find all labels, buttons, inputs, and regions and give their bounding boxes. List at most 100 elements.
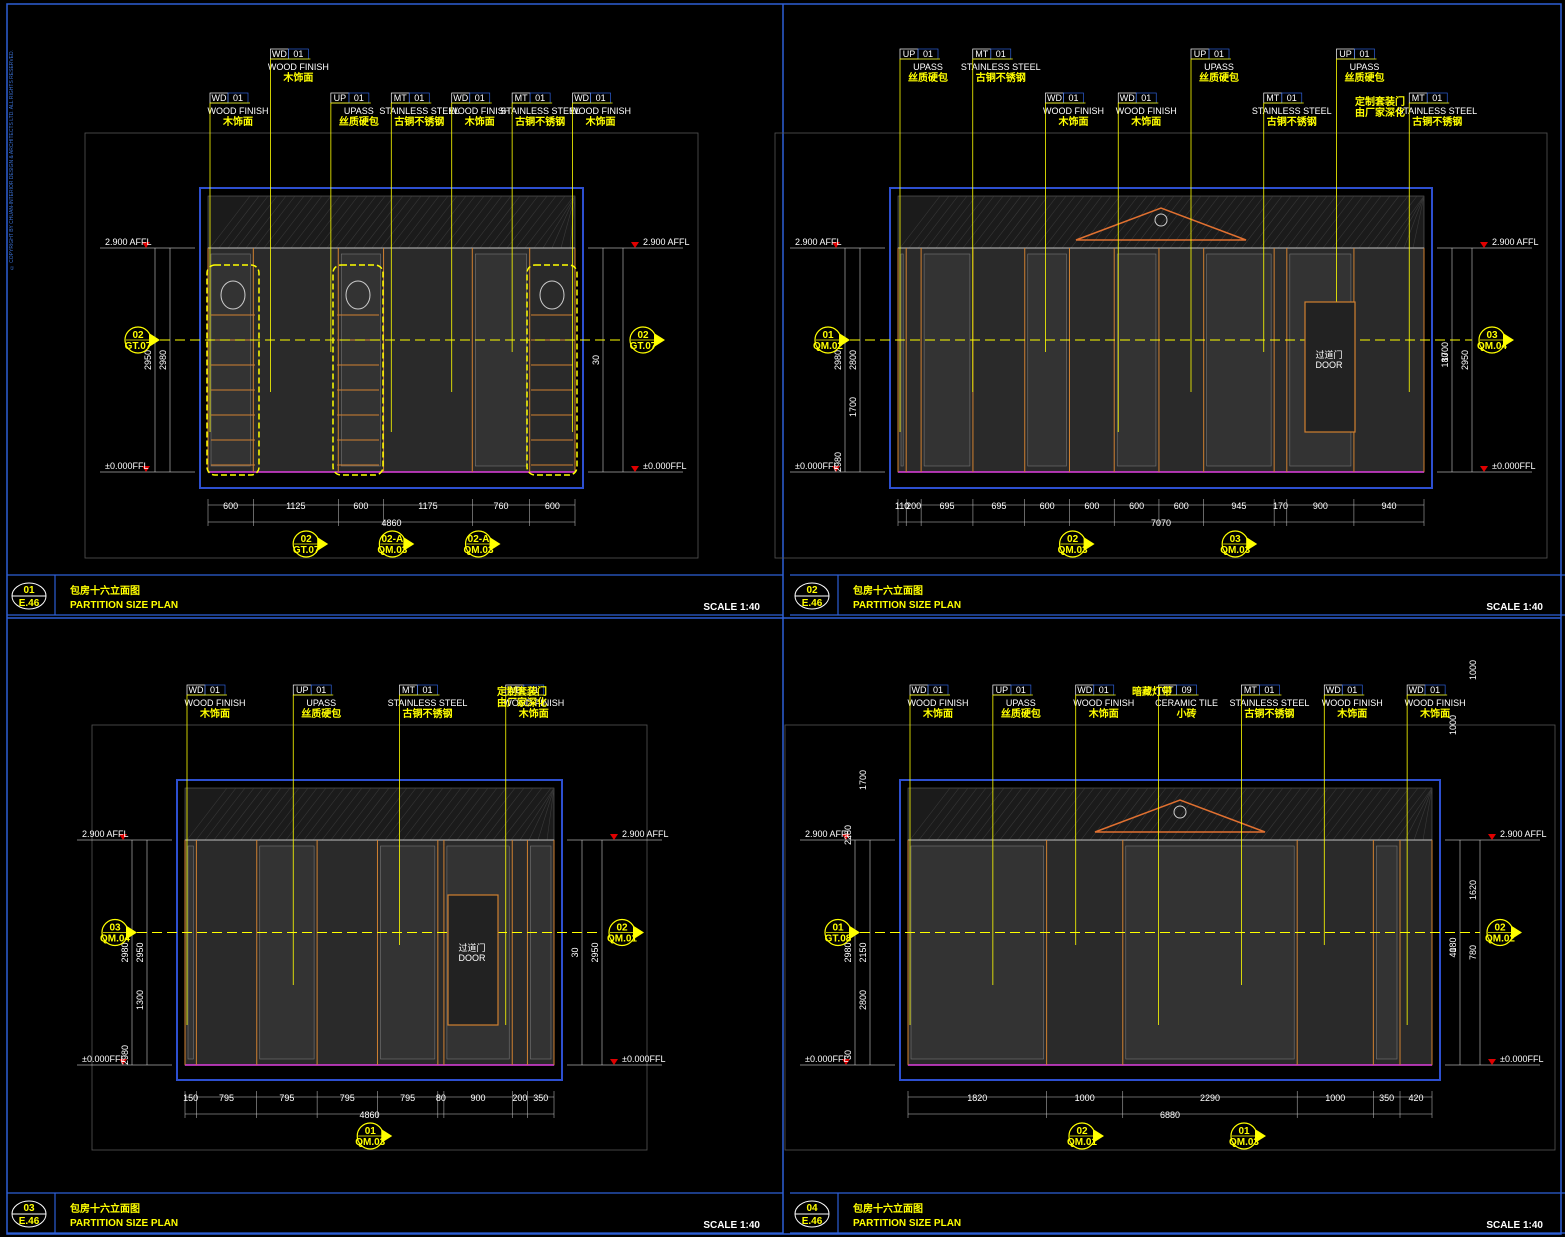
callout-arrow bbox=[633, 925, 644, 940]
tag-en: WOOD FINISH bbox=[208, 106, 269, 116]
hatch-line bbox=[488, 195, 530, 249]
dim-text: 940 bbox=[1381, 501, 1396, 511]
tag-num: 01 bbox=[1141, 93, 1151, 103]
tag-code: UP bbox=[296, 685, 309, 695]
hatch-line bbox=[231, 787, 273, 841]
callout-top: 02 bbox=[1067, 534, 1079, 545]
tag-num: 01 bbox=[1016, 685, 1026, 695]
tag-code: WD bbox=[212, 93, 227, 103]
hatch-line bbox=[357, 787, 399, 841]
callout-arrow bbox=[317, 537, 329, 551]
dim-text: 150 bbox=[183, 1093, 198, 1103]
vase-icon bbox=[539, 280, 565, 310]
door-label: DOOR bbox=[1316, 360, 1344, 370]
hatch-line bbox=[506, 195, 548, 249]
viewport-outline bbox=[784, 724, 1556, 1151]
hatch-line bbox=[1367, 195, 1409, 249]
tag-num: 01 bbox=[1099, 685, 1109, 695]
hatch-line bbox=[299, 195, 341, 249]
title-cn: 包房十六立面图 bbox=[853, 584, 923, 597]
level-label: 2.900 AFFL bbox=[622, 829, 669, 839]
tag-cn: 木饰面 bbox=[1336, 707, 1367, 720]
callout-top: 02-A bbox=[468, 534, 490, 545]
callout-bottom: QM.04 bbox=[100, 934, 130, 945]
hatch-line bbox=[371, 195, 413, 249]
vertical-dim-text: 2980 bbox=[158, 350, 168, 370]
hatch-line bbox=[1403, 195, 1425, 249]
wall-panel bbox=[923, 253, 971, 467]
dim-text: 600 bbox=[353, 501, 368, 511]
hatch-line bbox=[1404, 787, 1433, 841]
tag-en: UPASS bbox=[1350, 62, 1380, 72]
drawing-number: 03 bbox=[23, 1203, 35, 1214]
tag-code: WD bbox=[272, 49, 287, 59]
vase-icon bbox=[345, 280, 371, 310]
hatch-line bbox=[249, 787, 291, 841]
hatch-line bbox=[254, 195, 296, 249]
tag-en: WOOD FINISH bbox=[268, 62, 329, 72]
tag-en: UPASS bbox=[306, 698, 336, 708]
level-triangle bbox=[119, 834, 127, 840]
callout-bottom: QM.03 bbox=[1229, 1137, 1259, 1148]
hatch-line bbox=[1043, 195, 1085, 249]
hatch-line bbox=[339, 787, 381, 841]
vertical-dim-text: 2950 bbox=[135, 942, 145, 962]
drawing-number: 01 bbox=[23, 585, 35, 596]
hatch-line bbox=[1278, 787, 1320, 841]
dim-text: 695 bbox=[991, 501, 1006, 511]
dim-text: 795 bbox=[340, 1093, 355, 1103]
level-triangle bbox=[842, 1059, 850, 1065]
dim-text: 170 bbox=[1273, 501, 1288, 511]
tag-num: 01 bbox=[414, 93, 424, 103]
hatch-line bbox=[461, 195, 503, 249]
wall-panel bbox=[1376, 845, 1398, 1060]
tag-en: STAINLESS STEEL bbox=[961, 62, 1041, 72]
dim-text: 600 bbox=[1040, 501, 1055, 511]
level-triangle bbox=[1488, 834, 1496, 840]
callout-top: 03 bbox=[109, 923, 121, 934]
hatch-line bbox=[1016, 195, 1058, 249]
callout-top: 01 bbox=[832, 923, 844, 934]
tag-num: 01 bbox=[1359, 49, 1369, 59]
hatch-line bbox=[407, 195, 449, 249]
wall-panel bbox=[475, 253, 527, 467]
hatch-line bbox=[1395, 787, 1433, 841]
hatch-line bbox=[209, 195, 251, 249]
tag-cn: 古铜不锈钢 bbox=[403, 707, 453, 720]
sheet-number: E.46 bbox=[802, 1216, 823, 1227]
hatch-line bbox=[1287, 787, 1329, 841]
sheet-number: E.46 bbox=[19, 598, 40, 609]
level-label: 2.900 AFFL bbox=[795, 237, 842, 247]
vertical-dim-text: 2980 bbox=[843, 942, 853, 962]
total-dim-text: 7070 bbox=[1151, 518, 1171, 528]
level-triangle bbox=[631, 466, 639, 472]
callout-top: 03 bbox=[1230, 534, 1242, 545]
level-label: 2.900 AFFL bbox=[105, 237, 152, 247]
note-2: 由厂家深化 bbox=[497, 696, 547, 709]
wall-panel bbox=[1027, 253, 1067, 467]
hatch-line bbox=[425, 195, 467, 249]
vertical-dim-text: 30 bbox=[570, 947, 580, 957]
vase-icon bbox=[220, 280, 246, 310]
wall-panel bbox=[187, 845, 194, 1060]
tag-code: WD bbox=[1120, 93, 1135, 103]
level-triangle bbox=[142, 466, 150, 472]
door-frame bbox=[1304, 301, 1356, 433]
tag-num: 01 bbox=[293, 49, 303, 59]
tag-en: WOOD FINISH bbox=[908, 698, 969, 708]
wall-panel bbox=[910, 845, 1044, 1060]
hatch-line bbox=[276, 787, 318, 841]
level-label: ±0.000FFL bbox=[105, 461, 148, 471]
callout-arrow bbox=[1511, 925, 1522, 940]
hatch-line bbox=[402, 787, 444, 841]
level-label: ±0.000FFL bbox=[82, 1054, 125, 1064]
tag-code: UP bbox=[996, 685, 1009, 695]
tag-en: CERAMIC TILE bbox=[1155, 698, 1218, 708]
